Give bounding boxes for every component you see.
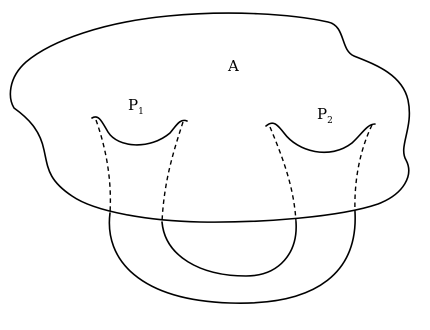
patch-p1-rim [92, 117, 187, 145]
patch-p1-left-wall [96, 120, 110, 213]
label-patch-p2-subscript: 2 [327, 116, 333, 126]
patch-p2-rim [266, 123, 375, 152]
label-region-a: A [227, 57, 239, 75]
handle-inner-curve [162, 222, 296, 276]
handle-outer-curve [109, 212, 355, 303]
region-a-outline [10, 13, 409, 222]
label-patch-p1-subscript: 1 [138, 107, 144, 117]
label-patch-p1: P1 [128, 96, 144, 117]
label-patch-p1-base: P [128, 96, 138, 114]
label-patch-p2: P2 [317, 105, 333, 126]
label-patch-p2-base: P [317, 105, 327, 123]
